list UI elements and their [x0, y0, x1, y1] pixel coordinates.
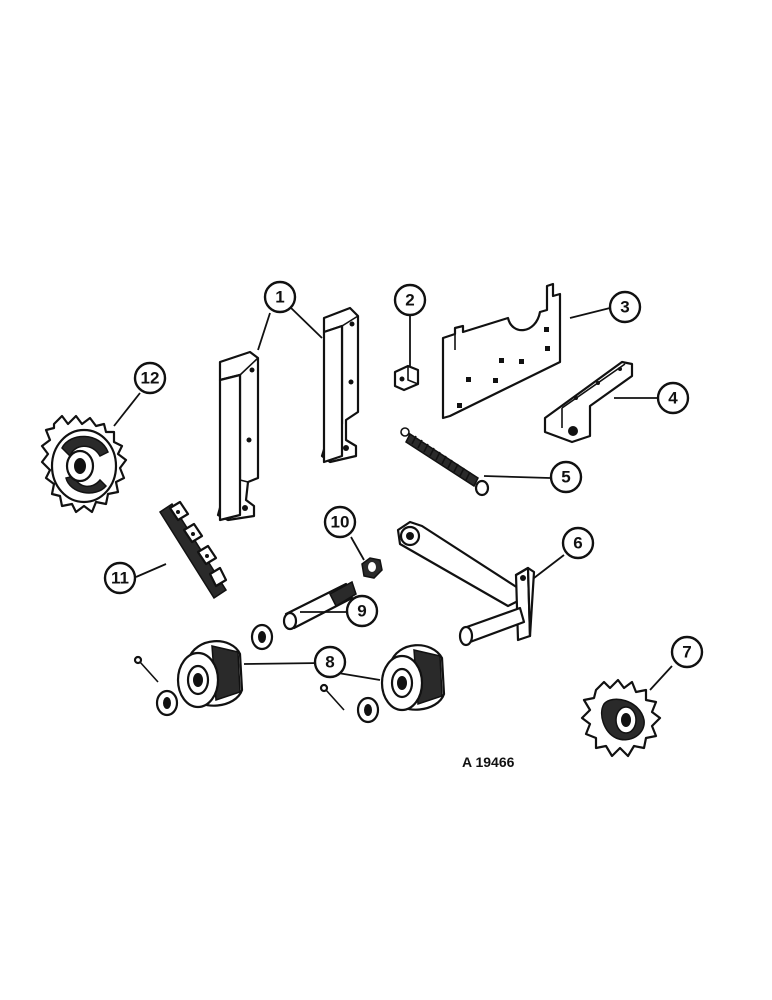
callout-9: 9 [345, 594, 379, 628]
reference-code: A 19466 [462, 754, 515, 770]
callout-5: 5 [549, 460, 583, 494]
callout-1: 1 [263, 280, 297, 314]
callout-8: 8 [313, 645, 347, 679]
svg-text:4: 4 [668, 389, 678, 408]
callout-10: 10 [323, 505, 357, 539]
tension-spring [400, 427, 490, 497]
svg-text:2: 2 [405, 291, 414, 310]
shaft-arm [396, 520, 536, 647]
angle-bracket [543, 360, 634, 444]
leader-lines [113, 305, 673, 691]
callout-12: 12 [133, 361, 167, 395]
callout-2: 2 [393, 283, 427, 317]
roller-chain [158, 500, 228, 600]
washer-right [356, 696, 380, 724]
pulley-right [380, 644, 446, 712]
callout-4: 4 [656, 381, 690, 415]
callout-11: 11 [103, 561, 137, 595]
svg-text:11: 11 [111, 569, 129, 588]
stud-shaft [282, 580, 357, 631]
pulley-left [176, 640, 244, 709]
svg-text:12: 12 [141, 369, 160, 388]
large-sprocket [40, 414, 128, 514]
callout-6: 6 [561, 526, 595, 560]
bracket-left [216, 350, 260, 522]
callout-3: 3 [608, 290, 642, 324]
cotter-pin-right [319, 683, 345, 711]
mounting-plate [441, 282, 562, 420]
svg-text:1: 1 [275, 288, 284, 307]
washer-center [250, 623, 274, 651]
svg-text:6: 6 [573, 534, 582, 553]
washer-left [155, 689, 179, 717]
clip [393, 364, 420, 392]
svg-text:8: 8 [325, 653, 334, 672]
callout-7: 7 [670, 635, 704, 669]
svg-text:5: 5 [561, 468, 570, 487]
nut [361, 557, 383, 579]
small-sprocket [580, 678, 662, 758]
cotter-pin-left [133, 655, 159, 683]
bracket-right [320, 306, 360, 464]
svg-text:3: 3 [620, 298, 629, 317]
svg-text:9: 9 [357, 602, 366, 621]
svg-text:10: 10 [331, 513, 350, 532]
svg-text:7: 7 [682, 643, 691, 662]
